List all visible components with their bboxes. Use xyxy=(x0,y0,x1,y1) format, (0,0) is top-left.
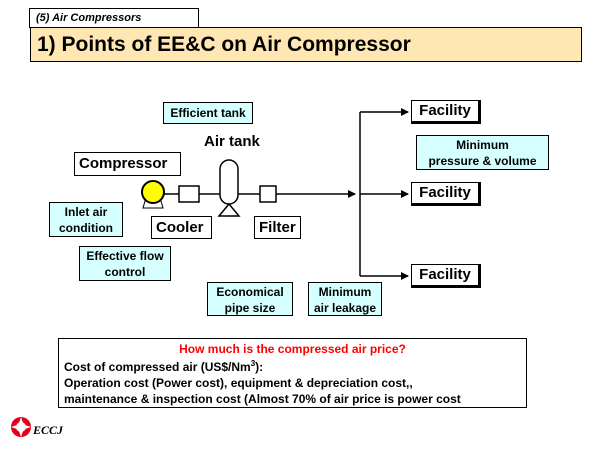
facility-box-1: Facility xyxy=(411,100,481,124)
min-leakage-line-2: air leakage xyxy=(313,301,377,315)
inlet-air-line-2: condition xyxy=(59,221,113,235)
effective-flow-point: Effective flow control xyxy=(79,246,171,281)
inlet-air-point: Inlet air condition xyxy=(49,202,123,237)
eccj-logo-text: ECCJ xyxy=(33,423,64,437)
price-question: How much is the compressed air price? xyxy=(179,342,406,356)
facility-box-3: Facility xyxy=(411,264,481,288)
min-leakage-point: Minimum air leakage xyxy=(308,282,382,316)
facility-box-2: Facility xyxy=(411,182,481,206)
cost-line-2: Operation cost (Power cost), equipment &… xyxy=(64,376,413,390)
effective-flow-line-1: Effective flow xyxy=(86,249,164,263)
page-title: 1) Points of EE&C on Air Compressor xyxy=(30,27,582,62)
cost-line-1-prefix: Cost of compressed air (US$/Nm xyxy=(64,360,251,374)
cost-line-1-suffix: ): xyxy=(255,360,264,374)
eccj-logo-icon xyxy=(11,417,31,437)
compressor-label: Compressor xyxy=(74,152,181,176)
compressor-symbol xyxy=(141,180,165,209)
cooler-symbol xyxy=(178,185,200,203)
cost-summary-box: How much is the compressed air price? Co… xyxy=(58,338,527,408)
cost-line-1-sup: 3 xyxy=(250,359,256,368)
cost-line-1: Cost of compressed air (US$/Nm3): xyxy=(64,356,526,375)
air-tank-label: Air tank xyxy=(204,133,260,150)
cooler-label: Cooler xyxy=(151,216,212,239)
min-pressure-line-1: Minimum xyxy=(456,138,509,152)
cost-line-3: maintenance & inspection cost (Almost 70… xyxy=(64,392,461,406)
economical-pipe-line-2: pipe size xyxy=(224,301,276,315)
filter-label: Filter xyxy=(254,216,301,239)
economical-pipe-point: Economical pipe size xyxy=(207,282,293,316)
air-tank-symbol xyxy=(217,159,241,217)
efficient-tank-point: Efficient tank xyxy=(163,102,253,124)
min-pressure-point: Minimum pressure & volume xyxy=(416,135,549,170)
min-pressure-line-2: pressure & volume xyxy=(428,154,537,168)
effective-flow-line-2: control xyxy=(104,265,146,279)
economical-pipe-line-1: Economical xyxy=(216,285,284,299)
filter-symbol xyxy=(259,185,277,203)
min-leakage-line-1: Minimum xyxy=(318,285,372,299)
inlet-air-line-1: Inlet air xyxy=(64,205,108,219)
